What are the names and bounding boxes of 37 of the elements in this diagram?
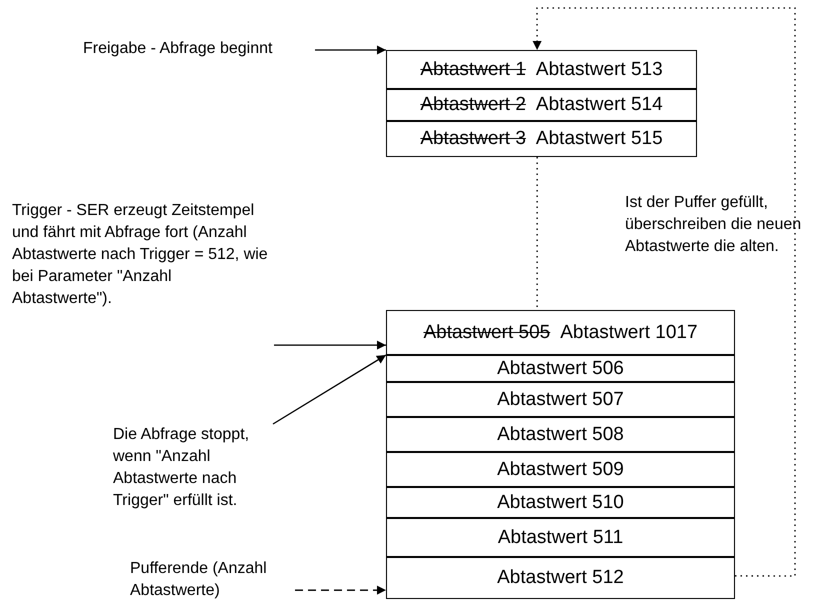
buffer-cell [386, 382, 735, 417]
sample-value: Abtastwert 509 [497, 458, 624, 480]
buffer-cell [386, 50, 697, 89]
buffer-cell [386, 487, 735, 518]
overwritten-value: Abtastwert 3 [420, 128, 526, 150]
annotation-text: Trigger - SER erzeugt Zeitstempel und fährt mit Abfrage fort (Anzahl Abtastwerte nach Trigger = 512, wie bei Parameter "Anzahl Abtastwerte"). [12, 200, 274, 360]
sample-value: Abtastwert 506 [497, 358, 624, 380]
annotation-text: Pufferende (Anzahl Abtastwerte) [130, 558, 295, 602]
annotation-text: Freigabe - Abfrage beginnt [83, 38, 315, 60]
arrow [295, 586, 386, 595]
sample-value: Abtastwert 513 [536, 58, 663, 80]
arrow [315, 45, 386, 55]
sample-value: Abtastwert 508 [497, 424, 624, 446]
overwritten-value: Abtastwert 2 [420, 94, 526, 116]
buffer-cell [386, 89, 697, 121]
sample-value: Abtastwert 512 [497, 567, 624, 589]
sample-value: Abtastwert 510 [497, 492, 624, 514]
buffer-cell [386, 310, 735, 355]
sample-value: Abtastwert 515 [536, 128, 663, 150]
buffer-cell [386, 417, 735, 452]
note-text: Ist der Puffer gefüllt, überschreiben die neuen Abtastwerte die alten. [625, 193, 802, 257]
arrow [532, 7, 796, 577]
arrow [274, 340, 386, 350]
connector-line [536, 157, 538, 310]
buffer-cell [386, 518, 735, 557]
sample-value: Abtastwert 511 [498, 526, 624, 548]
sample-value: Abtastwert 507 [497, 388, 624, 410]
buffer-cell [386, 121, 697, 157]
overwritten-value: Abtastwert 1 [420, 58, 526, 80]
buffer-cell [386, 452, 735, 487]
buffer-cell [386, 557, 735, 599]
buffer-cell [386, 355, 735, 382]
sample-value: Abtastwert 1017 [560, 322, 698, 344]
annotation-text: Die Abfrage stoppt, wenn "Anzahl Abtastwerte nach Trigger" erfüllt ist. [113, 424, 273, 519]
sample-value: Abtastwert 514 [536, 94, 663, 116]
overwritten-value: Abtastwert 505 [423, 322, 550, 344]
arrow [272, 354, 386, 425]
